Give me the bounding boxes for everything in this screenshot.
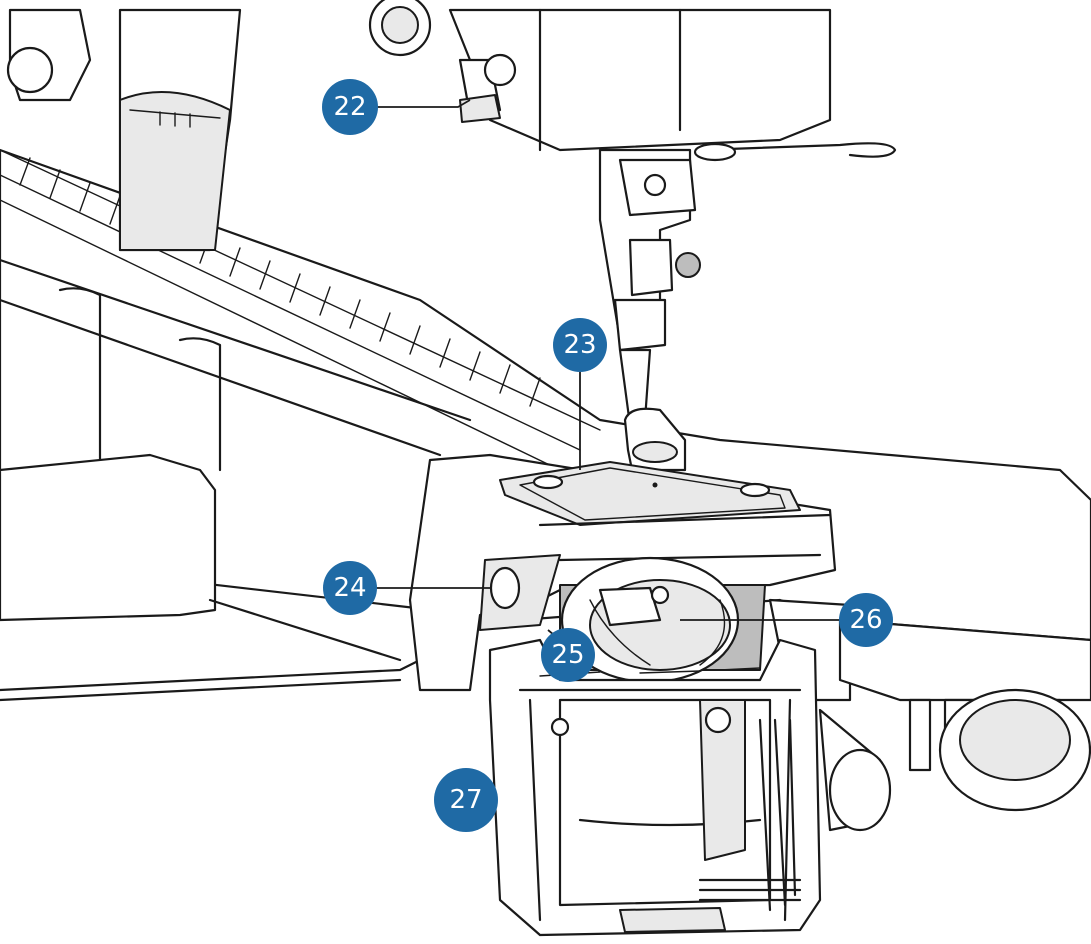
hoop-arm [6,8,242,252]
callout-22: 22 [322,79,378,135]
callout-24: 24 [323,561,377,615]
callout-23-label: 23 [563,330,596,360]
callouts: 22 23 24 25 26 27 [322,79,893,832]
callout-27: 27 [434,768,498,832]
callout-25-label: 25 [551,640,584,670]
right-mechanism [768,598,1091,832]
callout-24-marker [323,561,377,615]
callout-23-marker [553,318,607,372]
callout-22-marker [322,79,378,135]
callout-24-label: 24 [333,573,366,603]
bobbin-cover [488,638,822,937]
callout-22-label: 22 [333,92,366,122]
callout-26: 26 [839,593,893,647]
callout-26-label: 26 [849,605,882,635]
callout-25: 25 [541,628,595,682]
callout-25-marker [541,628,595,682]
machine-head [368,0,897,162]
needle-assembly [598,148,701,472]
callout-23: 23 [553,318,607,372]
callout-26-marker [839,593,893,647]
callout-27-label: 27 [449,785,482,815]
leader-22 [352,99,471,108]
callout-27-marker [434,768,498,832]
